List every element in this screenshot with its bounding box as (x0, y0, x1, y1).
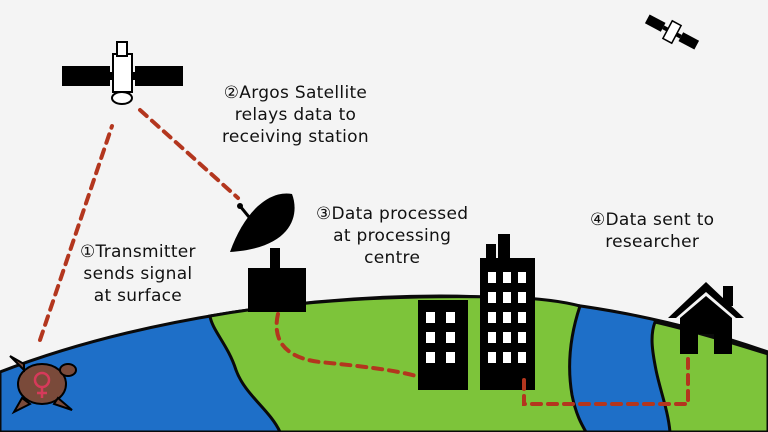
sea-turtle-icon (9, 355, 77, 415)
step-4-label: ④Data sent to researcher (590, 210, 715, 252)
researcher-house-icon (668, 282, 744, 354)
land-continent-right (650, 320, 768, 432)
processing-centre-buildings-icon (418, 234, 535, 390)
receiving-station-dish-icon (230, 193, 306, 312)
signal-path-dish-to-processing (274, 312, 418, 378)
signal-path-turtle-to-satellite (38, 124, 114, 342)
argos-satellite-icon (62, 41, 183, 105)
signal-path-satellite-to-dish (138, 108, 240, 200)
step-3-label: ③Data processed at processing centre (316, 204, 469, 268)
step-1-label: ①Transmitter sends signal at surface (80, 242, 196, 306)
signal-path-processing-to-researcher (522, 354, 690, 406)
small-satellite-icon (644, 14, 700, 50)
step-2-label: ②Argos Satellite relays data to receivin… (222, 83, 369, 147)
